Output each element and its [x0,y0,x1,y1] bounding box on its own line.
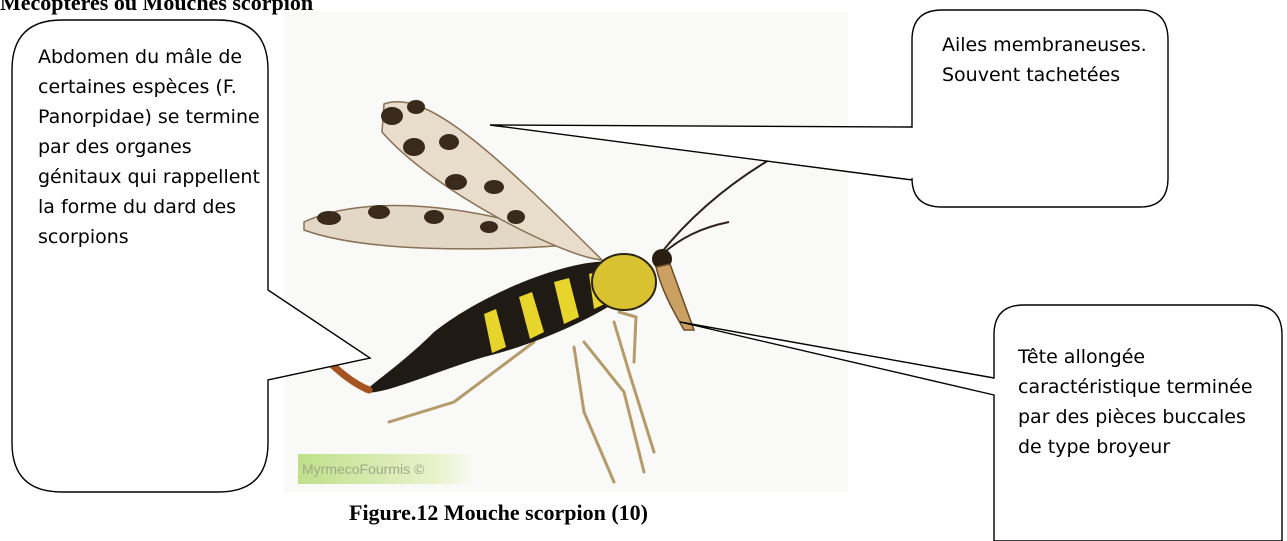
wings-callout-text: Ailes membraneuses. Souvent tachetées [942,30,1162,90]
head-callout-text: Tête allongée caractéristique terminée p… [1018,342,1273,462]
genital-bulb [286,335,326,369]
thorax [592,254,656,310]
abdomen-callout-text: Abdomen du mâle de certaines espèces (F.… [38,42,260,252]
figure-caption: Figure.12 Mouche scorpion (10) [349,500,648,526]
rostrum [656,264,694,330]
photo-watermark: MyrmecoFourmis © [298,454,474,484]
scorpionfly-photo: MyrmecoFourmis © [284,12,848,492]
scorpionfly-illustration [284,12,848,492]
section-heading: Mécoptères ou Mouches scorpion [0,0,313,16]
genital-segment [324,357,369,390]
